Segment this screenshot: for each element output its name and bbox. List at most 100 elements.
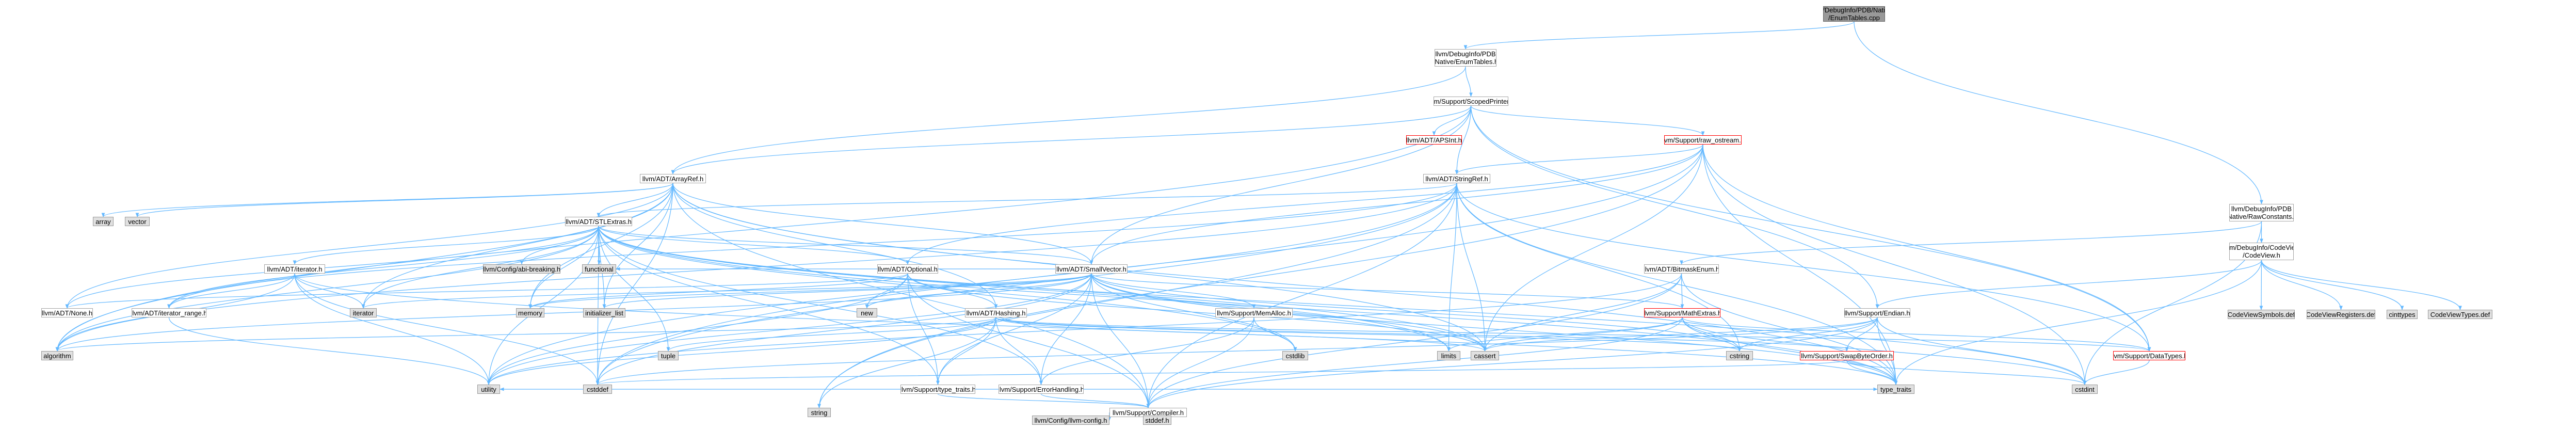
edge-datatypes-to-cstdint (2083, 360, 2150, 385)
node-vector[interactable]: vector (125, 217, 150, 226)
node-stringref[interactable]: llvm/ADT/StringRef.h (1423, 174, 1490, 183)
node-swapbyteorder[interactable]: llvm/Support/SwapByteOrder.h (1800, 351, 1894, 360)
node-bitmaskenum[interactable]: llvm/ADT/BitmaskEnum.h (1644, 264, 1719, 274)
edge-optional-to-compiler (907, 273, 1150, 408)
edge-smallvector-to-typetraits (936, 273, 1092, 385)
node-datatypes[interactable]: llvm/Support/DataTypes.h (2113, 351, 2185, 360)
edge-stlextras-to-algorithm (55, 226, 599, 352)
edge-rawostream-to-datatypes (1702, 144, 2151, 352)
node-initlist[interactable]: initializer_list (583, 308, 625, 317)
node-cvregisters[interactable]: CodeViewRegisters.def (2307, 310, 2375, 319)
edge-stringref-to-cstring (1456, 183, 1742, 352)
edge-smallvector-to-mathextras (1091, 273, 1684, 309)
node-array[interactable]: array (93, 217, 114, 226)
node-hashing[interactable]: llvm/ADT/Hashing.h (965, 308, 1027, 317)
edge-arrayref-to-cstddef (595, 183, 673, 385)
edge-codeview-to-cinttypes (2261, 260, 2404, 310)
node-llvmconfig[interactable]: llvm/Config/llvm-config.h (1032, 416, 1109, 425)
node-optional[interactable]: llvm/ADT/Optional.h (877, 264, 938, 274)
node-algorithm[interactable]: algorithm (41, 351, 73, 360)
edge-arrayref-to-vector (135, 183, 673, 217)
edge-rawostream-to-cstdint (1702, 144, 2087, 385)
edge-endian-to-cstring (1737, 317, 1878, 352)
edge-stlextras-to-iterator (293, 226, 599, 265)
edge-arrayref-to-hashing (672, 183, 998, 309)
edge-bitmaskenum-to-mathextras (1680, 273, 1684, 309)
edge-smallvector-to-cstring (1091, 273, 1742, 352)
node-mathextras[interactable]: llvm/Support/MathExtras.h (1644, 308, 1720, 317)
node-cstring[interactable]: cstring (1726, 351, 1753, 360)
node-endian[interactable]: llvm/Support/Endian.h (1844, 308, 1910, 317)
edge-stlextras-to-typetraits (598, 226, 940, 385)
edge-arrayref-to-array (101, 183, 673, 217)
edge-iterator-to-cstddef (294, 273, 600, 385)
edge-arrayref-to-algorithm (55, 183, 673, 352)
edge-rawostream-to-string (817, 144, 1703, 408)
edge-root-to-rawconst (1854, 21, 2263, 204)
edge-stlextras-to-memory (528, 226, 599, 309)
edge-codeview-to-endian (1875, 260, 2262, 309)
node-tuple[interactable]: tuple (658, 351, 679, 360)
node-cassert[interactable]: cassert (1471, 351, 1499, 360)
node-iterator[interactable]: llvm/ADT/iterator.h (264, 264, 325, 274)
edge-endian-to-cstdint (1877, 317, 2087, 385)
edge-stlextras-to-tuple (598, 226, 670, 352)
node-stddef[interactable]: stddef.h (1143, 416, 1171, 425)
node-string[interactable]: string (808, 408, 831, 417)
edge-hashing-to-datatypes (995, 317, 2151, 352)
node-new[interactable]: new (857, 308, 877, 317)
node-cvsymbols[interactable]: CodeViewSymbols.def (2228, 310, 2295, 319)
node-memalloc[interactable]: llvm/Support/MemAlloc.h (1215, 308, 1293, 317)
edge-errorhandling-to-compiler (1040, 393, 1150, 408)
node-scopedprinter[interactable]: llvm/Support/ScopedPrinter.h (1434, 97, 1508, 106)
edge-endian-to-swapbyteorder (1845, 317, 1878, 352)
edge-iterator-to-iteratorstd (294, 273, 365, 309)
node-apsint[interactable]: llvm/ADT/APSInt.h (1406, 135, 1462, 145)
node-arrayref[interactable]: llvm/ADT/ArrayRef.h (640, 174, 706, 183)
edge-optional-to-hashing (907, 273, 998, 309)
node-none[interactable]: llvm/ADT/None.h (41, 308, 93, 317)
node-utility[interactable]: utility (477, 385, 500, 394)
node-cinttypes[interactable]: cinttypes (2387, 310, 2418, 319)
node-cstddef[interactable]: cstddef (583, 385, 612, 394)
node-stlextras[interactable]: llvm/ADT/STLExtras.h (565, 217, 632, 226)
edge-memalloc-to-errorhandling (1039, 317, 1254, 385)
edge-smallvector-to-algorithm (55, 273, 1092, 352)
edge-smallvector-to-cstddef (595, 273, 1092, 385)
edge-stlextras-to-none (65, 226, 599, 309)
node-smallvector[interactable]: llvm/ADT/SmallVector.h (1055, 264, 1128, 274)
edge-iterator-to-typetraitsstd (294, 273, 1898, 385)
node-cvtypes[interactable]: CodeViewTypes.def (2428, 310, 2492, 319)
node-cstdlib[interactable]: cstdlib (1282, 351, 1308, 360)
edge-mathextras-to-typetraitsstd (1682, 317, 1898, 385)
node-codeview[interactable]: llvm/DebugInfo/CodeView /CodeView.h (2229, 243, 2294, 260)
node-functional[interactable]: functional (582, 264, 616, 274)
edge-arrayref-to-iteratorstd (361, 183, 673, 309)
node-configabi[interactable]: llvm/Config/abi-breaking.h (483, 264, 560, 274)
edge-stlextras-to-optional (598, 226, 910, 265)
edge-stringref-to-algorithm (55, 183, 1457, 352)
node-iterrange[interactable]: llvm/ADT/iterator_range.h (132, 308, 206, 317)
edge-hashing-to-cstring (995, 317, 1742, 352)
edge-arrayref-to-none (65, 183, 673, 309)
node-iteratorstd[interactable]: iterator (350, 308, 377, 317)
node-typetraits[interactable]: llvm/Support/type_traits.h (900, 385, 975, 394)
node-typetraitsstd[interactable]: type_traits (1877, 385, 1914, 394)
edge-smallvector-to-new (865, 273, 1092, 309)
edge-rawostream-to-typetraitsstd (1702, 144, 1898, 385)
edge-hashing-to-swapbyteorder (995, 317, 1848, 352)
node-memory[interactable]: memory (516, 308, 544, 317)
node-errorhandling[interactable]: llvm/Support/ErrorHandling.h (999, 385, 1084, 394)
node-rawostream[interactable]: llvm/Support/raw_ostream.h (1664, 135, 1742, 145)
node-rawconst[interactable]: llvm/DebugInfo/PDB /Native/RawConstants.… (2229, 204, 2294, 221)
node-cstdint[interactable]: cstdint (2072, 385, 2098, 394)
node-limits[interactable]: limits (1437, 351, 1460, 360)
node-enumtables[interactable]: llvm/DebugInfo/PDB /Native/EnumTables.h (1435, 49, 1496, 67)
node-root: lib/DebugInfo/PDB/Native /EnumTables.cpp (1823, 6, 1885, 22)
edge-codeview-to-cvtypes (2261, 260, 2462, 310)
edge-stlextras-to-cstdint (598, 226, 2087, 385)
edge-swapbyteorder-to-cstddef (596, 360, 1847, 385)
edge-mathextras-to-cstring (1682, 317, 1742, 352)
edge-smallvector-to-memory (528, 273, 1092, 309)
